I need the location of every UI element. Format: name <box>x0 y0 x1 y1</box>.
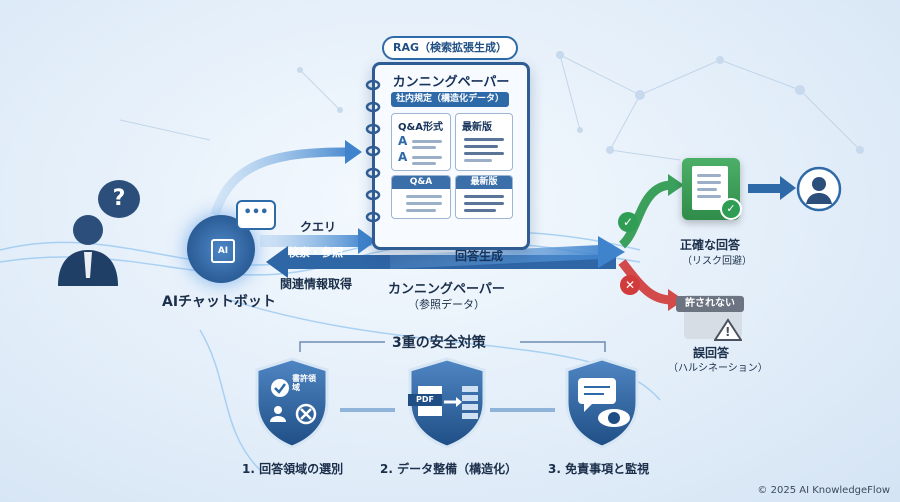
reference-label: （参照データ） <box>408 298 485 311</box>
latest-card-2-title: 最新版 <box>456 176 512 189</box>
latest-card-2: 最新版 <box>455 175 513 219</box>
notebook-subtitle: 社内規定（構造化データ） <box>391 92 509 107</box>
qa-card-2-title: Q&A <box>392 176 450 189</box>
safety-item-1: 1. 回答領域の選別 <box>242 462 344 476</box>
answer-letter: A <box>398 134 408 148</box>
qa-card-title: Q&A形式 <box>398 122 443 133</box>
safety-item-3: 3. 免責事項と監視 <box>548 462 650 476</box>
scope-tag: 書許領域 <box>292 374 316 392</box>
fetch-label: 関連情報取得 <box>280 277 353 291</box>
query-label: クエリ <box>300 220 337 234</box>
check-icon: ✓ <box>618 212 638 232</box>
latest-card: 最新版 <box>455 113 513 171</box>
cheat-sheet-notebook: カンニングペーパー 社内規定（構造化データ） Q&A形式 A A 最新版 Q&A… <box>365 62 530 250</box>
copyright: © 2025 AI KnowledgeFlow <box>757 485 890 496</box>
chat-bubble-icon: ••• <box>236 200 276 230</box>
warning-icon <box>714 318 742 341</box>
pdf-tag: PDF <box>408 394 442 406</box>
correct-sub: （リスク回避） <box>682 256 752 267</box>
wrong-sub: （ハルシネーション） <box>668 363 768 374</box>
spiral-binding-icon <box>365 79 381 223</box>
end-user-icon <box>796 166 842 212</box>
wrong-label: 誤回答 <box>693 346 730 360</box>
rag-label: RAG（検索拡張生成） <box>382 36 518 60</box>
user-icon <box>58 215 118 286</box>
notebook-title: カンニングペーパー <box>392 75 510 90</box>
correct-label: 正確な回答 <box>680 238 741 252</box>
answer-letter: A <box>398 150 408 164</box>
cheat-sheet-label: カンニングペーパー <box>388 282 505 297</box>
search-label: 検索・参照 <box>288 246 343 259</box>
qa-card: Q&A形式 A A <box>391 113 451 171</box>
warning-mark: ! <box>725 325 731 339</box>
cross-icon: ✕ <box>620 275 640 295</box>
question-mark: ? <box>112 186 126 211</box>
shield-monitor-icon <box>565 357 639 449</box>
ai-chip-icon: AI <box>211 239 235 263</box>
bot-label: AIチャットボット <box>162 294 276 310</box>
generate-label: 回答生成 <box>455 249 504 263</box>
not-allowed-badge: 許されない <box>676 296 744 312</box>
correct-document-icon: ✓ <box>682 158 742 220</box>
latest-card-title: 最新版 <box>462 122 492 133</box>
qa-card-2: Q&A <box>391 175 451 219</box>
safety-item-2: 2. データ整備（構造化） <box>380 462 518 476</box>
question-bubble: ? <box>98 180 140 218</box>
safety-title: 3重の安全対策 <box>392 335 486 351</box>
chat-dots: ••• <box>243 205 269 220</box>
shield-scope-icon <box>255 357 329 449</box>
